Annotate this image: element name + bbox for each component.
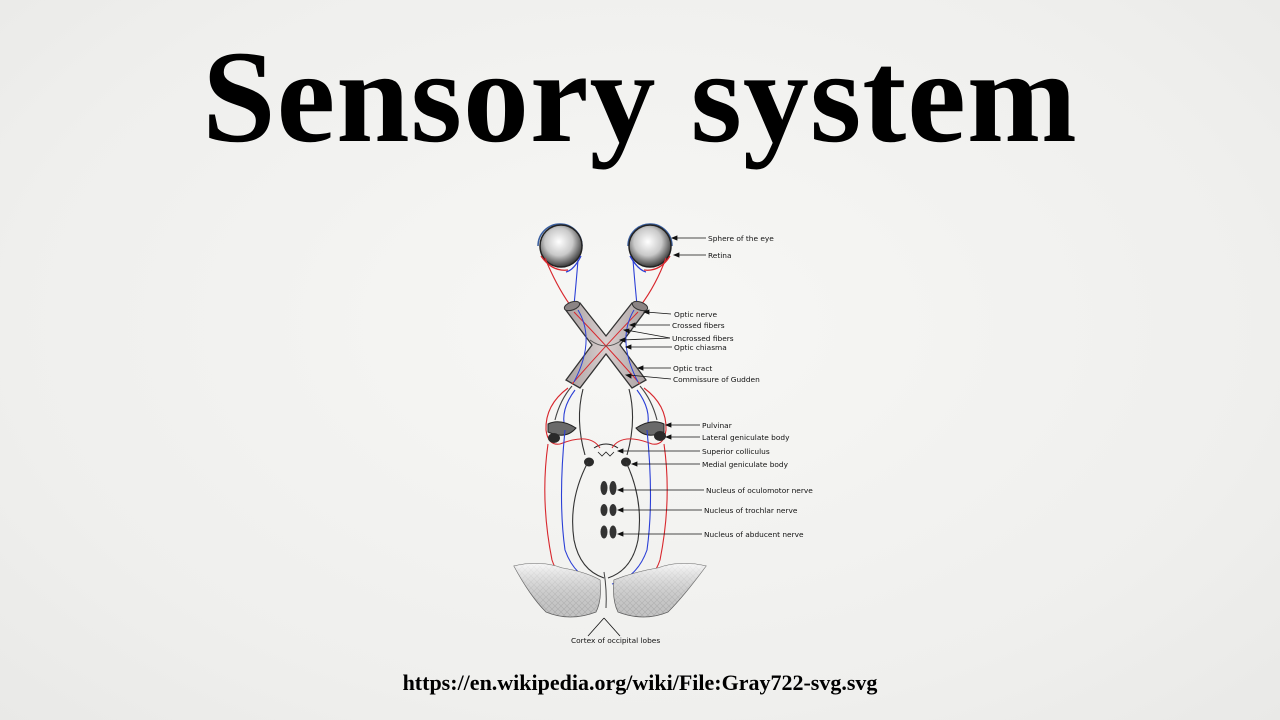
label-nucleus-abducent: Nucleus of abducent nerve <box>704 530 804 539</box>
label-pulvinar: Pulvinar <box>702 421 733 430</box>
label-uncrossed-fibers: Uncrossed fibers <box>672 334 734 343</box>
thalamic-nuclei <box>547 421 666 467</box>
label-superior-colliculus: Superior colliculus <box>702 447 770 456</box>
midbrain <box>572 461 640 579</box>
label-optic-nerve: Optic nerve <box>674 310 718 319</box>
label-nucleus-trochlar: Nucleus of trochlar nerve <box>704 506 798 515</box>
page-title: Sensory system <box>202 23 1078 170</box>
label-sphere-of-eye: Sphere of the eye <box>708 234 774 243</box>
label-crossed-fibers: Crossed fibers <box>672 321 725 330</box>
label-medial-geniculate: Medial geniculate body <box>702 460 789 469</box>
label-commissure-gudden: Commissure of Gudden <box>673 375 760 384</box>
label-lateral-geniculate: Lateral geniculate body <box>702 433 790 442</box>
diagram-labels: Sphere of the eye Retina Optic nerve Cro… <box>571 234 813 645</box>
right-eye <box>627 223 673 273</box>
label-optic-chiasma: Optic chiasma <box>674 343 727 352</box>
label-retina: Retina <box>708 251 732 260</box>
label-nucleus-oculomotor: Nucleus of oculomotor nerve <box>706 486 813 495</box>
label-cortex-occipital: Cortex of occipital lobes <box>571 636 660 645</box>
left-eye <box>537 223 583 273</box>
optic-chiasma <box>563 300 649 389</box>
leader-lines <box>587 235 706 637</box>
occipital-cortex <box>513 563 707 618</box>
source-url: https://en.wikipedia.org/wiki/File:Gray7… <box>402 670 878 695</box>
label-optic-tract: Optic tract <box>673 364 712 373</box>
